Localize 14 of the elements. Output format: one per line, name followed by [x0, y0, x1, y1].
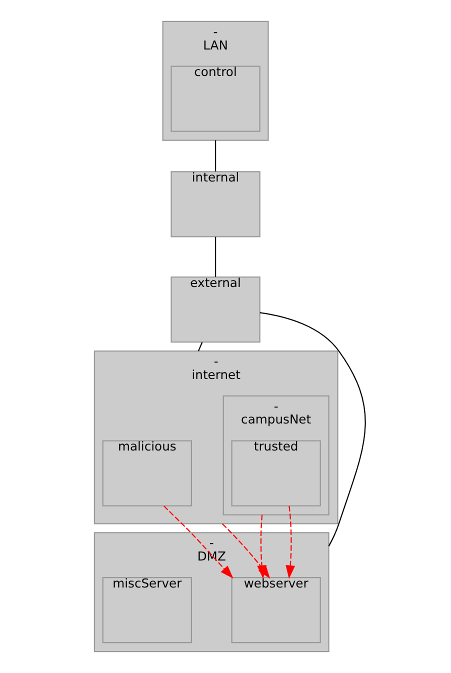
arrow	[286, 506, 296, 579]
node-box: control	[170, 66, 260, 132]
node-box: external	[170, 276, 260, 343]
connector	[214, 236, 216, 277]
node-box: internal	[170, 171, 260, 238]
node-box: miscServer	[102, 577, 192, 644]
connector	[214, 140, 216, 172]
connector	[198, 342, 203, 352]
node-box: webserver	[231, 577, 321, 644]
arrow	[257, 514, 266, 579]
node-box: malicious	[102, 440, 192, 506]
arrow	[164, 506, 234, 579]
connector	[260, 312, 366, 546]
node-box: trusted	[231, 440, 321, 506]
